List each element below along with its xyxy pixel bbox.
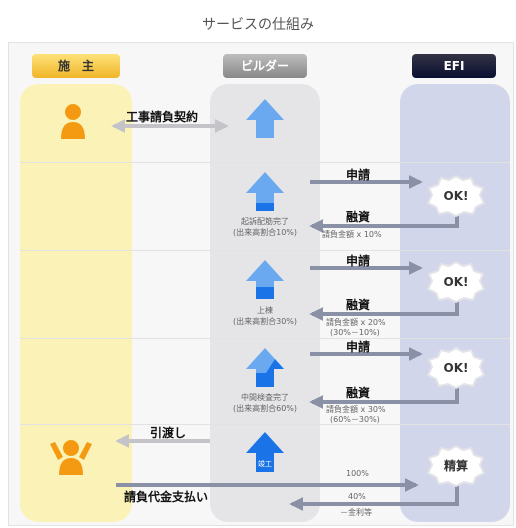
row-divider	[20, 424, 510, 425]
finance-amount: 請負金額 x 20%	[326, 318, 386, 327]
ok-badge: OK!	[424, 350, 488, 386]
settlement-arrow	[289, 482, 459, 511]
completion-label: 竣工	[258, 460, 272, 468]
finance-amount-detail: (30%－10%)	[330, 328, 380, 337]
builder-header: ビルダー	[223, 54, 307, 78]
burst-badge-icon	[426, 346, 486, 390]
row-divider	[20, 162, 510, 163]
ok-text: OK!	[443, 189, 469, 203]
handover-label: 引渡し	[150, 426, 187, 440]
apply-label: 申請	[346, 254, 371, 268]
finance-label: 融資	[346, 298, 371, 312]
ok-text: OK!	[443, 361, 469, 375]
payment-total-percent: 100%	[346, 469, 369, 478]
progress-ratio: (出来高割合10%)	[232, 228, 298, 237]
ok-badge: OK!	[424, 178, 488, 214]
house-arrow-icon	[246, 432, 284, 472]
finance-amount: 請負金額 x 30%	[326, 405, 386, 414]
apply-label: 申請	[346, 168, 371, 182]
house-arrow-icon	[246, 348, 284, 387]
settlement-badge: 精算	[424, 448, 488, 484]
settle-text: 精算	[443, 459, 468, 473]
owner-header: 施 主	[32, 54, 120, 78]
finance-label: 融資	[346, 210, 371, 224]
contract-label: 工事請負契約	[126, 110, 199, 124]
apply-label: 申請	[346, 340, 371, 354]
burst-badge-icon	[426, 444, 486, 488]
person-cheering-icon	[50, 440, 92, 475]
burst-badge-icon	[426, 260, 486, 304]
payment-rest-percent: 40%	[348, 492, 366, 501]
finance-label: 融資	[346, 386, 371, 400]
burst-badge-icon	[426, 174, 486, 218]
progress-ratio: (出来高割合60%)	[232, 404, 298, 413]
page-title: サービスの仕組み	[202, 17, 314, 33]
house-arrow-icon	[246, 172, 284, 211]
interest-label: －金利等	[340, 508, 372, 517]
person-icon	[61, 104, 85, 139]
efi-header: EFI	[412, 54, 496, 78]
row-divider	[20, 250, 510, 251]
milestone-label: 上棟	[257, 306, 273, 315]
payment-label: 請負代金支払い	[124, 490, 209, 504]
progress-ratio: (出来高割合30%)	[232, 317, 298, 326]
finance-amount: 請負金額 x 10%	[322, 230, 382, 239]
row-divider	[20, 338, 510, 339]
milestone-label: 起訴配筋完了	[241, 217, 289, 226]
milestone-label: 中間検査完了	[241, 393, 289, 402]
ok-badge: OK!	[424, 264, 488, 300]
finance-arrow	[309, 383, 459, 409]
house-arrow-icon	[246, 260, 284, 299]
finance-amount-detail: (60%－30%)	[330, 415, 380, 424]
house-arrow-icon	[246, 99, 284, 138]
ok-text: OK!	[443, 275, 469, 289]
